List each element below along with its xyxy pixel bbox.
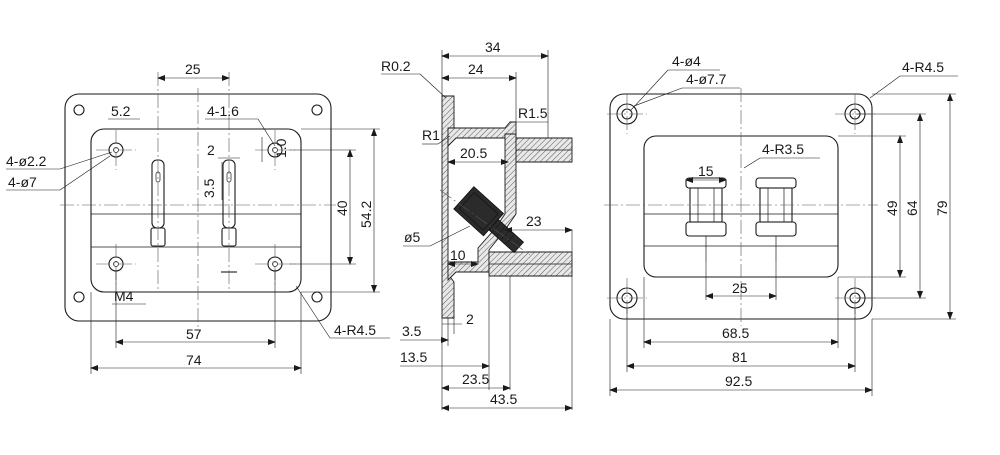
- side-dim-r1-5: R1.5: [518, 105, 548, 121]
- front-dim-2: 2: [207, 142, 215, 158]
- rear-dim-49: 49: [884, 200, 900, 216]
- front-dim-m4: M4: [114, 288, 134, 304]
- side-dim-43-5: 43.5: [490, 391, 517, 407]
- front-dim-1-0: 1.0: [273, 138, 289, 158]
- front-dim-57: 57: [186, 326, 202, 342]
- front-terminal-clips: [150, 159, 237, 273]
- side-dim-3-5: 3.5: [402, 323, 422, 339]
- side-dim-phi-5: ø5: [404, 229, 421, 245]
- rear-view: 4-ø4 4-ø7.7 4-R4.5 4-R3.5 15 49 64 79: [604, 53, 958, 396]
- front-dim-54-2: 54.2: [358, 201, 374, 228]
- side-dim-24: 24: [468, 61, 484, 77]
- front-dim-25: 25: [185, 61, 201, 77]
- rear-dim-79: 79: [934, 200, 950, 216]
- front-corner-hole-tl: [73, 104, 85, 116]
- front-dim-3-5: 3.5: [201, 178, 217, 198]
- rear-dim-4-phi-7-7: 4-ø7.7: [686, 71, 727, 87]
- rear-dim-15: 15: [698, 163, 714, 179]
- side-dim-23: 23: [526, 213, 542, 229]
- rear-dim-64: 64: [904, 200, 920, 216]
- front-dim-4-r4-5: 4-R4.5: [334, 322, 376, 338]
- side-dim-10: 10: [450, 247, 466, 263]
- front-dim-4-1-6: 4-1.6: [207, 103, 239, 119]
- front-terminal-holes: [108, 142, 283, 272]
- side-view: 34 24 R0.2 R1.5 R1 20.5 ø5 23 10: [381, 39, 573, 411]
- front-corner-hole-tr: [311, 104, 323, 116]
- side-dim-20-5: 20.5: [460, 145, 487, 161]
- rear-dim-81: 81: [732, 349, 748, 365]
- front-dim-74: 74: [186, 352, 202, 368]
- rear-dim-25: 25: [732, 280, 748, 296]
- side-dim-23-5: 23.5: [462, 371, 489, 387]
- rear-dim-92-5: 92.5: [725, 373, 752, 389]
- front-dim-5-2: 5.2: [111, 103, 131, 119]
- rear-dim-4-r4-5: 4-R4.5: [902, 59, 944, 75]
- front-dim-40: 40: [334, 200, 350, 216]
- front-corner-hole-bl: [73, 291, 85, 303]
- rear-dim-68-5: 68.5: [722, 325, 749, 341]
- front-dim-4-phi-2-2: 4-ø2.2: [6, 153, 47, 169]
- front-view: 25 5.2 4-1.6 4-ø2.2 4-ø7 2 1.0 3.5 40 54…: [6, 61, 390, 374]
- side-dim-13-5: 13.5: [400, 349, 427, 365]
- rear-hex-nut-right: [755, 177, 797, 262]
- rear-hex-nut-left: [685, 177, 727, 262]
- front-inner-panel: [90, 128, 302, 293]
- front-dim-4-phi-7: 4-ø7: [8, 174, 37, 190]
- side-lower-wall: [447, 229, 506, 282]
- side-dim-2: 2: [466, 311, 474, 327]
- rear-dim-4-r3-5: 4-R3.5: [762, 141, 804, 157]
- side-dim-r0-2: R0.2: [381, 58, 411, 74]
- rear-dim-4-phi-4: 4-ø4: [672, 53, 701, 69]
- side-dim-34: 34: [485, 39, 501, 55]
- side-dim-r1: R1: [422, 127, 440, 143]
- front-corner-hole-br: [311, 291, 323, 303]
